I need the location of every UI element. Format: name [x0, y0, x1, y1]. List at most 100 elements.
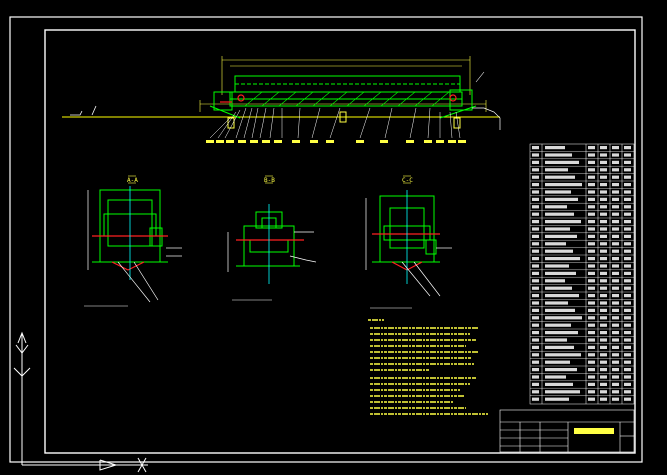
- table-cell-text: [624, 168, 631, 172]
- table-cell-text: [612, 345, 619, 349]
- table-cell-text: [612, 183, 619, 187]
- table-cell-text: [588, 183, 595, 187]
- table-cell-text: [612, 205, 619, 209]
- table-cell-text: [545, 316, 582, 320]
- table-cell-text: [545, 249, 573, 253]
- table-cell-text: [600, 294, 607, 298]
- table-cell-text: [532, 160, 539, 164]
- table-cell-text: [612, 249, 619, 253]
- table-cell-text: [612, 368, 619, 372]
- view-label-c-c: C-C: [402, 177, 413, 184]
- table-cell-text: [545, 146, 565, 150]
- table-cell-text: [624, 323, 631, 327]
- table-cell-text: [545, 271, 576, 275]
- table-cell-text: [624, 331, 631, 335]
- table-cell-text: [588, 175, 595, 179]
- ucs-axis-icon: [13, 331, 148, 473]
- table-cell-text: [612, 279, 619, 283]
- table-cell-text: [545, 153, 572, 157]
- view-label-a-a: A-A: [127, 177, 138, 184]
- parts-list-table: [529, 143, 635, 405]
- table-cell-text: [532, 249, 539, 253]
- table-cell-text: [600, 279, 607, 283]
- table-cell-text: [600, 183, 607, 187]
- table-cell-text: [588, 220, 595, 224]
- table-cell-text: [532, 390, 539, 394]
- table-cell-text: [545, 286, 572, 290]
- table-cell-text: [612, 175, 619, 179]
- table-cell-text: [600, 345, 607, 349]
- table-cell-text: [588, 331, 595, 335]
- table-cell-text: [612, 353, 619, 357]
- table-cell-text: [612, 316, 619, 320]
- table-cell-text: [532, 360, 539, 364]
- table-cell-text: [545, 308, 575, 312]
- table-cell-text: [532, 271, 539, 275]
- section-view-a-a: [84, 175, 182, 307]
- table-cell-text: [612, 271, 619, 275]
- table-cell-text: [545, 183, 582, 187]
- table-cell-text: [624, 375, 631, 379]
- table-cell-text: [545, 353, 581, 357]
- table-cell-text: [532, 264, 539, 268]
- table-cell-text: [624, 153, 631, 157]
- table-cell-text: [545, 205, 567, 209]
- table-cell-text: [624, 368, 631, 372]
- table-cell-text: [624, 175, 631, 179]
- table-cell-text: [532, 242, 539, 246]
- table-cell-text: [532, 301, 539, 305]
- table-cell-text: [612, 397, 619, 401]
- table-cell-text: [545, 279, 565, 283]
- table-cell-text: [624, 271, 631, 275]
- table-cell-text: [545, 294, 579, 298]
- table-cell-text: [532, 353, 539, 357]
- table-cell-text: [600, 227, 607, 231]
- table-cell-text: [612, 390, 619, 394]
- table-cell-text: [588, 257, 595, 261]
- table-cell-text: [612, 286, 619, 290]
- table-cell-text: [612, 168, 619, 172]
- table-cell-text: [624, 183, 631, 187]
- table-cell-text: [545, 264, 569, 268]
- table-cell-text: [588, 368, 595, 372]
- table-cell-text: [532, 146, 539, 150]
- table-cell-text: [532, 294, 539, 298]
- table-cell-text: [624, 160, 631, 164]
- table-cell-text: [600, 146, 607, 150]
- table-cell-text: [532, 175, 539, 179]
- table-cell-text: [600, 197, 607, 201]
- table-cell-text: [588, 345, 595, 349]
- table-cell-text: [600, 353, 607, 357]
- table-cell-text: [600, 323, 607, 327]
- table-cell-text: [545, 175, 575, 179]
- table-cell-text: [624, 360, 631, 364]
- table-cell-text: [612, 220, 619, 224]
- table-cell-text: [612, 257, 619, 261]
- table-cell-text: [600, 212, 607, 216]
- table-cell-text: [624, 353, 631, 357]
- table-cell-text: [600, 190, 607, 194]
- table-cell-text: [532, 368, 539, 372]
- table-cell-text: [600, 331, 607, 335]
- table-cell-text: [588, 249, 595, 253]
- table-cell-text: [624, 316, 631, 320]
- table-cell-text: [532, 338, 539, 342]
- table-cell-text: [545, 345, 574, 349]
- table-cell-text: [588, 286, 595, 290]
- table-cell-text: [600, 397, 607, 401]
- table-cell-text: [588, 153, 595, 157]
- title-block: [499, 409, 635, 453]
- table-cell-text: [532, 220, 539, 224]
- table-cell-text: [588, 397, 595, 401]
- table-cell-text: [588, 279, 595, 283]
- table-cell-text: [600, 242, 607, 246]
- table-cell-text: [588, 212, 595, 216]
- table-cell-text: [612, 338, 619, 342]
- table-cell-text: [624, 294, 631, 298]
- table-cell-text: [624, 227, 631, 231]
- table-cell-text: [588, 197, 595, 201]
- table-cell-text: [588, 375, 595, 379]
- table-cell-text: [624, 205, 631, 209]
- table-cell-text: [624, 301, 631, 305]
- table-cell-text: [624, 338, 631, 342]
